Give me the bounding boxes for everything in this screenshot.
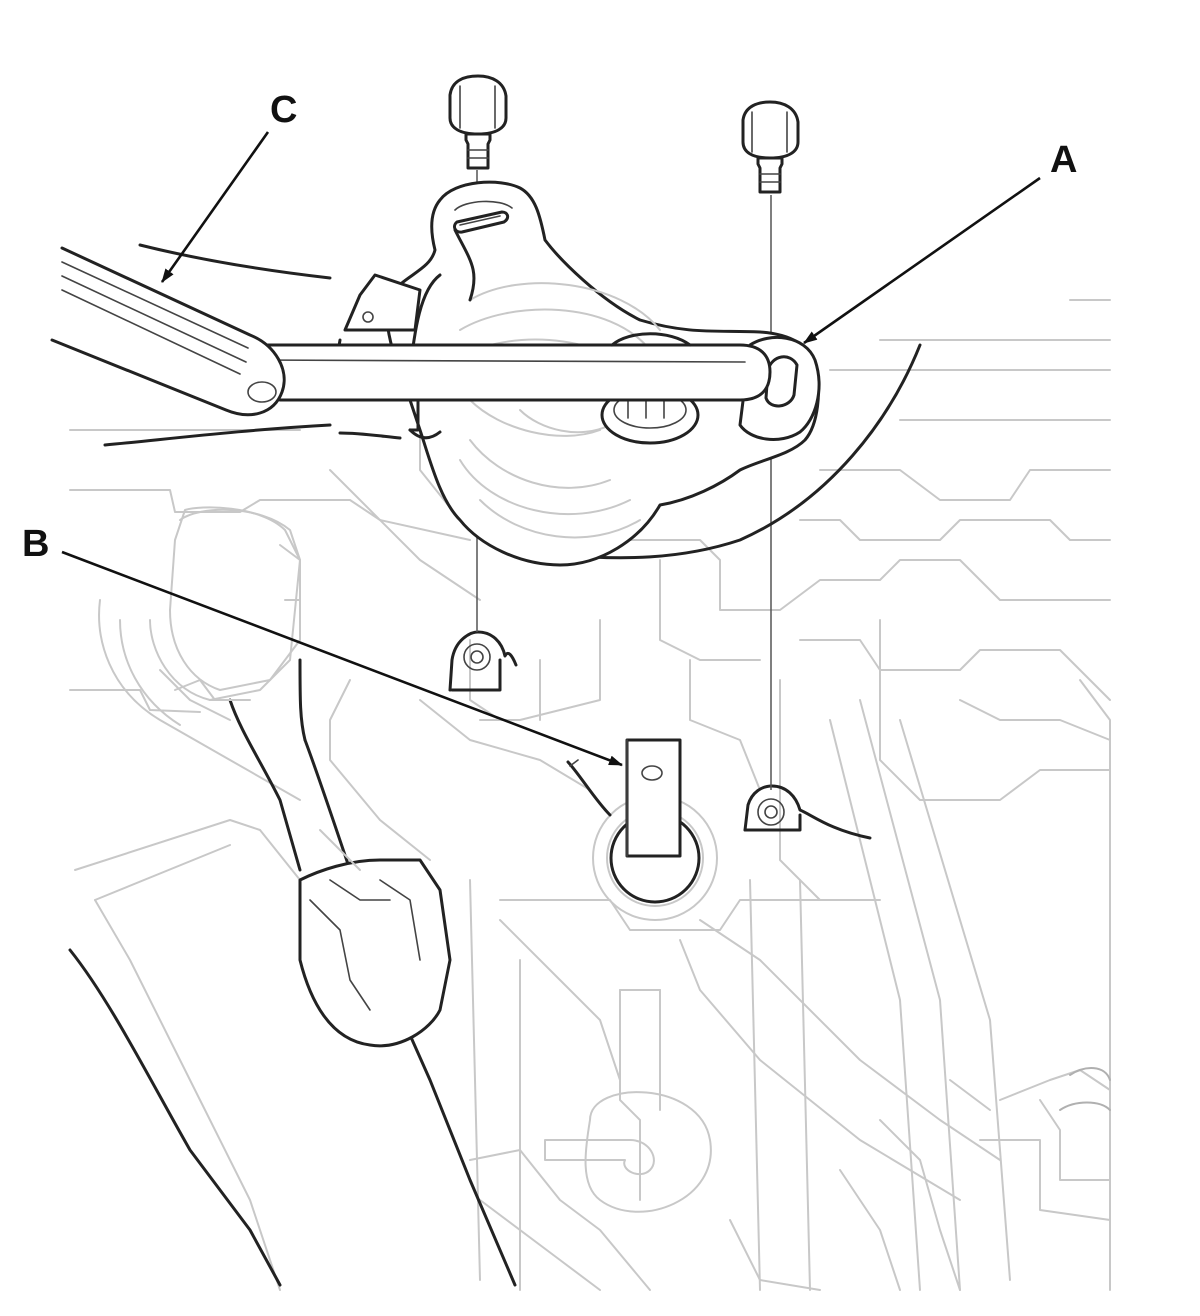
callout-leaders [61,131,1041,767]
bolt-right [741,100,800,194]
leader-c [160,131,270,283]
callout-b: B [22,523,49,565]
bolt-left [448,74,508,170]
leader-b [61,550,623,767]
transmission-case-background [69,299,1111,1291]
harness-connector [149,506,301,721]
sensor-lever [248,332,772,402]
callout-c: C [270,89,297,131]
leader-a [803,176,1041,345]
callout-a: A [1050,139,1077,181]
lower-left-housing [68,658,517,1291]
mounting-bosses [448,630,872,840]
shift-shaft [566,738,682,858]
special-tool-shaft [50,243,402,447]
